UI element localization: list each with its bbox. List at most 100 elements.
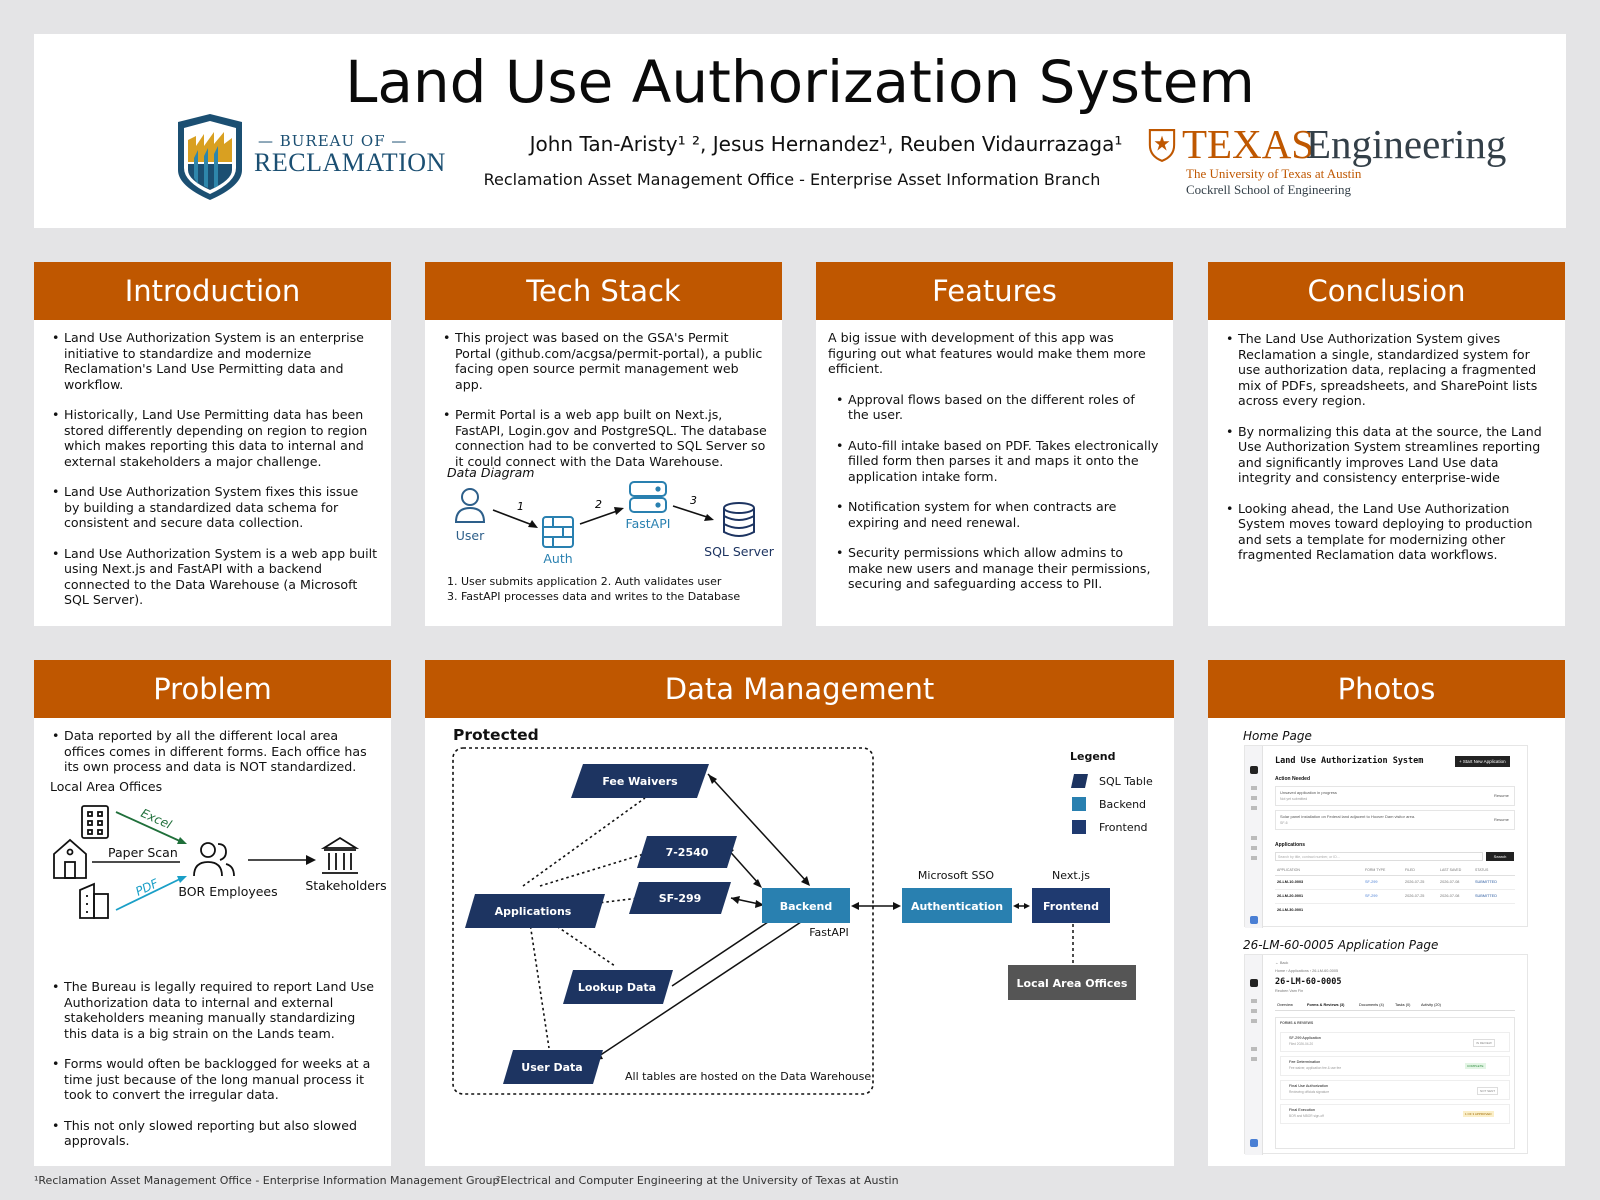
mock-item-name: Final Execution bbox=[1289, 1108, 1315, 1112]
mock-cell: 26-LM-30-0001 bbox=[1277, 908, 1304, 912]
list-item[interactable]: Final Execution BOR and MBOR sign-off 1 … bbox=[1280, 1104, 1510, 1124]
introduction-title: Introduction bbox=[34, 262, 391, 320]
mock-tab[interactable]: Documents (4) bbox=[1359, 1003, 1384, 1007]
mock-cell: SF-299 bbox=[1365, 880, 1378, 884]
engineering-wordmark: Engineering bbox=[1306, 121, 1507, 167]
applications-label: Applications bbox=[495, 905, 572, 918]
fastapi-label: FastAPI bbox=[626, 516, 671, 531]
diagram-title: Data Diagram bbox=[447, 465, 535, 480]
mock-item-sub: BOR and MBOR sign-off bbox=[1289, 1114, 1324, 1118]
mock-app-owner: Reuben Vam Fin bbox=[1275, 989, 1304, 993]
lookup-data-node: Lookup Data bbox=[563, 970, 673, 1004]
local-offices-label: Local Area Offices bbox=[50, 779, 162, 794]
data-management-title: Data Management bbox=[425, 660, 1174, 718]
mock-col: STATUS bbox=[1475, 868, 1489, 872]
mock-cell: 2026-07-25 bbox=[1405, 880, 1425, 884]
mock-item-tag: COMPLETE bbox=[1465, 1063, 1486, 1069]
fee-waivers-node: Fee Waivers bbox=[571, 764, 709, 798]
user-data-label: User Data bbox=[521, 1061, 582, 1074]
auth-label: Auth bbox=[543, 551, 572, 566]
mock-cell: 2026-07-25 bbox=[1405, 894, 1425, 898]
mock-sidebar bbox=[1245, 955, 1263, 1155]
mock-tab[interactable]: Activity (20) bbox=[1421, 1003, 1441, 1007]
table-row[interactable]: 26-LM-20-0001 SF-299 2026-07-25 2026-07-… bbox=[1275, 892, 1515, 904]
step-1-label: 1 bbox=[517, 500, 524, 513]
ms-sso-label: Microsoft SSO bbox=[918, 869, 995, 882]
form-7-2540-label: 7-2540 bbox=[666, 846, 709, 859]
application-page-screenshot: ← Back Home › Applications › 26-LM-60-00… bbox=[1244, 954, 1528, 1155]
mock-breadcrumb: Home › Applications › 26-LM-60-0005 bbox=[1275, 969, 1339, 973]
protected-label: Protected bbox=[453, 726, 539, 744]
legend-sql-label: SQL Table bbox=[1099, 775, 1153, 788]
frontend-node: Frontend bbox=[1032, 888, 1110, 923]
list-item[interactable]: Final Use Authorization Reviewing offici… bbox=[1280, 1080, 1510, 1100]
mock-action-row[interactable]: Unsaved application in progress Not yet … bbox=[1275, 786, 1515, 806]
mock-home-title: Land Use Authorization System bbox=[1275, 756, 1424, 766]
problem-bullet: The Bureau is legally required to report… bbox=[52, 979, 377, 1041]
step-3-label: 3 bbox=[690, 494, 697, 507]
conclusion-panel: Conclusion The Land Use Authorization Sy… bbox=[1208, 262, 1565, 626]
mock-resume-1[interactable]: Resume bbox=[1494, 793, 1509, 798]
tech-bullet: This project was based on the GSA's Perm… bbox=[443, 330, 768, 392]
authentication-node: Authentication bbox=[902, 888, 1012, 923]
tech-stack-panel: Tech Stack This project was based on the… bbox=[425, 262, 782, 626]
authentication-label: Authentication bbox=[911, 900, 1003, 913]
table-row[interactable]: 26-LM-30-0001 bbox=[1275, 906, 1515, 918]
mock-applications-title: Applications bbox=[1275, 842, 1306, 848]
mock-col: FILED bbox=[1405, 868, 1415, 872]
firewall-icon bbox=[542, 516, 574, 548]
mock-resume-2[interactable]: Resume bbox=[1494, 817, 1509, 822]
diagram-caption-2: 3. FastAPI processes data and writes to … bbox=[447, 590, 740, 603]
mock-start-button[interactable]: + Start New Application bbox=[1455, 756, 1510, 767]
cockrell-line: Cockrell School of Engineering bbox=[1186, 182, 1351, 197]
problem-panel: Problem Data reported by all the differe… bbox=[34, 660, 391, 1166]
mock-tab[interactable]: Tasks (0) bbox=[1395, 1003, 1411, 1007]
poster-authors: John Tan-Aristy¹ ², Jesus Hernandez¹, Re… bbox=[529, 132, 1123, 156]
tech-stack-title: Tech Stack bbox=[425, 262, 782, 320]
mock-tabs: Overview Forms & Reviews (3) Documents (… bbox=[1275, 1003, 1515, 1011]
intro-bullet: Land Use Authorization System fixes this… bbox=[52, 484, 377, 531]
mock-action-row[interactable]: Solar panel installation on Federal land… bbox=[1275, 810, 1515, 830]
sf-299-label: SF-299 bbox=[659, 892, 702, 905]
mock-section-title: FORMS & REVIEWS bbox=[1280, 1021, 1314, 1025]
legend-title: Legend bbox=[1070, 750, 1116, 763]
mock-cell: 2026-07-08 bbox=[1440, 894, 1460, 898]
employees-label: BOR Employees bbox=[178, 884, 277, 899]
mock-row1-sub: Not yet submitted bbox=[1280, 797, 1308, 801]
mock-back-link[interactable]: ← Back bbox=[1275, 961, 1289, 965]
backend-fastapi-label: FastAPI bbox=[809, 926, 849, 939]
mock-row2-sub: SF-6 bbox=[1280, 821, 1288, 825]
local-offices-node: Local Area Offices bbox=[1008, 965, 1136, 1000]
feature-bullet: Approval flows based on the different ro… bbox=[836, 392, 1159, 423]
mock-tab[interactable]: Overview bbox=[1277, 1003, 1293, 1007]
legend-backend-swatch bbox=[1072, 797, 1086, 811]
mock-search-button[interactable]: Search bbox=[1486, 852, 1514, 861]
mock-cell: 26-LM-20-0001 bbox=[1277, 894, 1304, 898]
mock-search-input[interactable]: Search by title, contract number, or ID.… bbox=[1275, 852, 1483, 861]
stakeholders-label: Stakeholders bbox=[305, 878, 386, 893]
table-row[interactable]: 26-LM-10-0003 SF-299 2026-07-25 2026-07-… bbox=[1275, 878, 1515, 890]
list-item[interactable]: Fee Determination Fee waiver, applicatio… bbox=[1280, 1056, 1510, 1076]
data-warehouse-note: All tables are hosted on the Data Wareho… bbox=[625, 1070, 871, 1083]
excel-label: Excel bbox=[139, 806, 175, 832]
house-icon bbox=[53, 838, 87, 879]
list-item[interactable]: SF-299 Application Filed 2026-04-20 IN R… bbox=[1280, 1032, 1510, 1052]
sql-server-label: SQL Server bbox=[704, 544, 775, 559]
features-title: Features bbox=[816, 262, 1173, 320]
backend-label: Backend bbox=[780, 900, 833, 913]
mock-row2: Solar panel installation on Federal land… bbox=[1280, 814, 1416, 819]
mock-cell: SUBMITTED bbox=[1475, 894, 1497, 898]
legend-frontend-swatch bbox=[1072, 820, 1086, 834]
applications-node: Applications bbox=[465, 894, 605, 928]
government-building-icon bbox=[320, 836, 360, 874]
feature-bullet: Security permissions which allow admins … bbox=[836, 545, 1159, 592]
mock-tab[interactable]: Forms & Reviews (3) bbox=[1307, 1003, 1345, 1007]
mock-col: FORM TYPE bbox=[1365, 868, 1386, 872]
photos-title: Photos bbox=[1208, 660, 1565, 718]
bor-logo-line2: RECLAMATION bbox=[254, 148, 446, 177]
conclusion-bullet: The Land Use Authorization System gives … bbox=[1226, 331, 1551, 409]
intro-bullet: Historically, Land Use Permitting data h… bbox=[52, 407, 377, 469]
mock-item-tag: IN REVIEW bbox=[1473, 1039, 1495, 1047]
intro-bullet: Land Use Authorization System is a web a… bbox=[52, 546, 377, 608]
local-offices-label: Local Area Offices bbox=[1017, 977, 1128, 990]
